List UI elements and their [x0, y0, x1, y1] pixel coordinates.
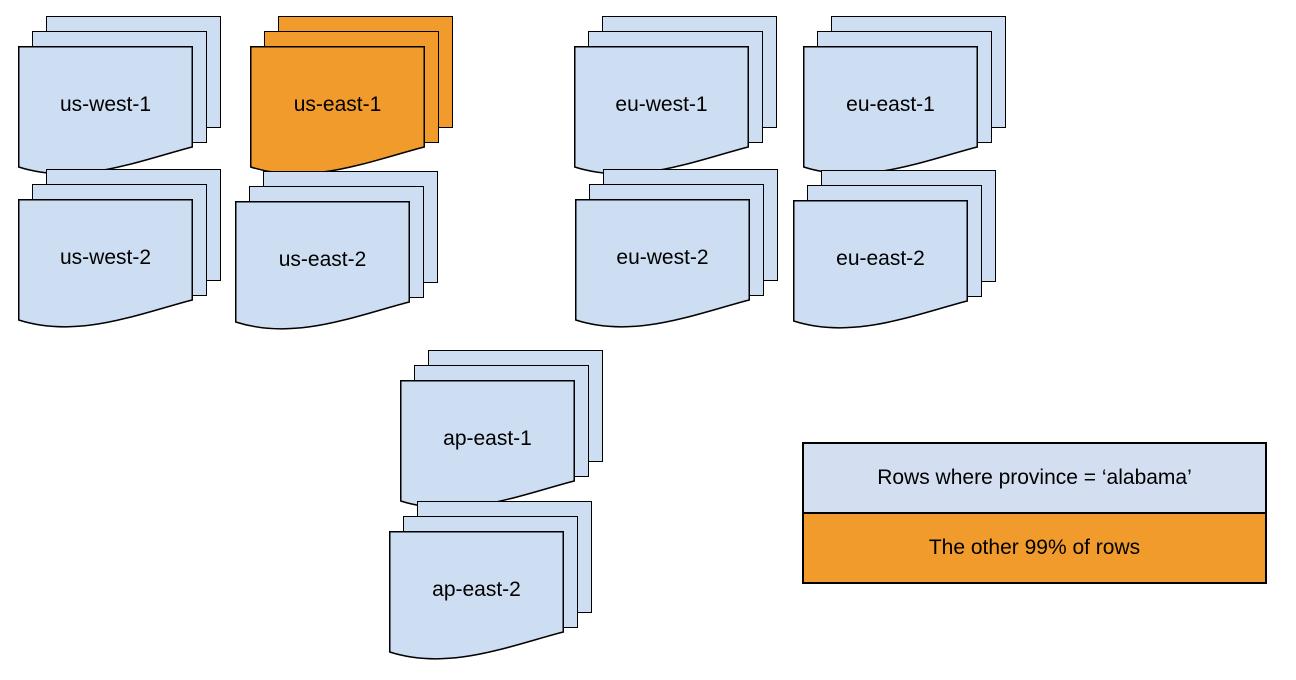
- document-shape: [235, 201, 410, 330]
- legend-label-alabama: Rows where province = ‘alabama’: [877, 466, 1192, 489]
- legend-row-other: The other 99% of rows: [804, 512, 1265, 582]
- document-shape: [18, 199, 193, 328]
- legend: Rows where province = ‘alabama’ The othe…: [802, 442, 1267, 584]
- document-shape: [575, 199, 750, 328]
- region-stack-eu-east-1: eu-east-1: [803, 16, 1006, 182]
- region-stack-ap-east-1: ap-east-1: [400, 350, 603, 516]
- region-stack-eu-west-1: eu-west-1: [574, 16, 777, 182]
- region-stack-ap-east-2: ap-east-2: [389, 501, 592, 667]
- document-shape: [793, 200, 968, 329]
- document-shape: [389, 531, 564, 660]
- legend-label-other: The other 99% of rows: [928, 536, 1141, 559]
- document-shape: [400, 380, 575, 509]
- document-shape: [574, 46, 749, 175]
- document-shape: [803, 46, 978, 175]
- region-stack-us-west-2: us-west-2: [18, 169, 221, 335]
- region-stack-us-east-1: us-east-1: [250, 16, 453, 182]
- region-stack-eu-east-2: eu-east-2: [793, 170, 996, 336]
- region-stack-eu-west-2: eu-west-2: [575, 169, 778, 335]
- region-stack-us-west-1: us-west-1: [18, 16, 221, 182]
- document-shape: [18, 46, 193, 175]
- region-stack-us-east-2: us-east-2: [235, 171, 438, 337]
- legend-row-alabama: Rows where province = ‘alabama’: [804, 444, 1265, 512]
- document-shape: [250, 46, 425, 175]
